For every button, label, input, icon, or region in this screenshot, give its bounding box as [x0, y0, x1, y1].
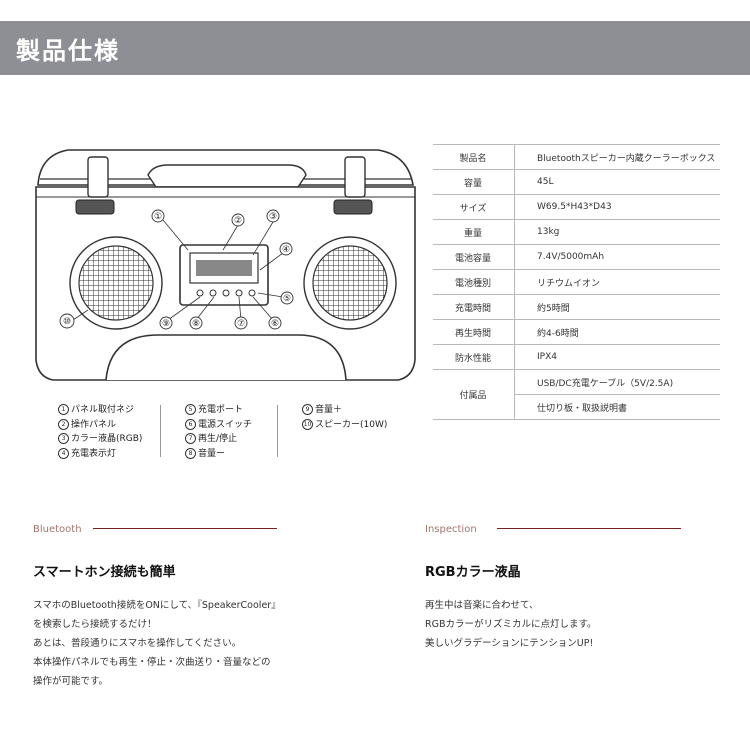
body-line: 本体操作パネルでも再生・停止・次曲送り・音量などの	[33, 657, 271, 668]
spec-value: 45L	[514, 170, 720, 194]
legend-number: 9	[302, 404, 313, 415]
spec-value: USB/DC充電ケーブル（5V/2.5A)	[515, 370, 720, 395]
body-line: 操作が可能です。	[33, 676, 109, 687]
spec-row: サイズ W69.5*H43*D43	[433, 195, 720, 220]
legend-divider	[277, 405, 278, 457]
body-line: を検索したら接続するだけ！	[33, 619, 157, 630]
body-line: あとは、普段通りにスマホを操作してください。	[33, 638, 242, 649]
spec-label: 再生時間	[454, 328, 491, 339]
spec-row: 防水性能 IPX4	[433, 345, 720, 370]
callout-8: ⑧	[192, 319, 200, 329]
callout-3: ③	[269, 212, 277, 222]
section-heading-inspection: RGBカラー液晶	[425, 565, 521, 580]
spec-value: IPX4	[514, 345, 720, 369]
callout-2: ②	[234, 216, 242, 226]
legend-number: 2	[58, 418, 69, 430]
body-line: 美しいグラデーションにテンションUP!	[425, 638, 594, 649]
spec-multi-value: USB/DC充電ケーブル（5V/2.5A) 仕切り板・取扱説明書	[514, 370, 720, 419]
header-bar: 製品仕様	[0, 21, 750, 75]
spec-row: 電池種別 リチウムイオン	[433, 270, 720, 295]
spec-label: 付属品	[459, 391, 487, 401]
spec-label: 充電時間	[454, 303, 491, 314]
spec-row: 充電時間 約5時間	[433, 295, 720, 320]
spec-label: 防水性能	[454, 353, 491, 364]
section-rule	[497, 528, 681, 529]
bottom-recess	[105, 334, 347, 381]
legend-number: 1	[58, 404, 69, 415]
page-title: 製品仕様	[16, 37, 120, 65]
legend-number: 10	[302, 418, 313, 430]
right-latch	[333, 156, 373, 215]
spec-label: 電池種別	[454, 278, 491, 289]
legend-number: 5	[185, 404, 196, 415]
spec-label: サイズ	[459, 203, 487, 214]
lid-handle	[147, 164, 307, 188]
spec-value: 約5時間	[514, 295, 720, 319]
spec-value: リチウムイオン	[514, 270, 720, 294]
body-line: RGBカラーがリズミカルに点灯します。	[425, 619, 597, 630]
section-heading-bluetooth: スマートホン接続も簡単	[33, 565, 176, 580]
spec-row-accessories: 付属品 USB/DC充電ケーブル（5V/2.5A) 仕切り板・取扱説明書	[433, 370, 720, 420]
spec-value: 7.4V/5000mAh	[514, 245, 720, 269]
spec-table: 製品名 Bluetoothスピーカー内蔵クーラーボックス 容量 45L サイズ …	[433, 144, 720, 420]
body-line: 再生中は音楽に合わせて、	[425, 600, 539, 611]
section-body-inspection: 再生中は音楽に合わせて、 RGBカラーがリズミカルに点灯します。 美しいグラデー…	[425, 596, 597, 653]
section-tag-bluetooth: Bluetooth	[33, 524, 82, 535]
cooler-diagram: ① ② ③ ④ ⑤ ⑥ ⑦ ⑧ ⑨ ⑩	[35, 149, 416, 381]
spec-label: 容量	[463, 178, 482, 189]
section-rule	[93, 528, 277, 529]
spec-label: 重量	[463, 228, 482, 239]
spec-label: 製品名	[459, 153, 487, 164]
spec-row: 再生時間 約4-6時間	[433, 320, 720, 345]
spec-row: 製品名 Bluetoothスピーカー内蔵クーラーボックス	[433, 144, 720, 170]
legend-number: 7	[185, 433, 196, 444]
spec-label: 電池容量	[454, 253, 491, 264]
spec-value: W69.5*H43*D43	[514, 195, 720, 219]
callout-10: ⑩	[63, 317, 71, 327]
callout-1: ①	[154, 212, 162, 222]
callout-9: ⑨	[162, 319, 170, 329]
spec-row: 容量 45L	[433, 170, 720, 195]
spec-value: 約4-6時間	[514, 320, 720, 344]
callout-7: ⑦	[237, 319, 245, 329]
left-latch	[75, 156, 115, 215]
spec-value: 13kg	[514, 220, 720, 244]
control-panel	[179, 244, 269, 306]
legend-number: 4	[58, 447, 69, 459]
body-line: スマホのBluetooth接続をONにして、『SpeakerCooler』	[33, 600, 281, 611]
legend-number: 8	[185, 447, 196, 459]
spec-row: 重量 13kg	[433, 220, 720, 245]
legend-number: 6	[185, 418, 196, 430]
section-tag-inspection: Inspection	[425, 524, 477, 535]
callout-5: ⑤	[283, 294, 291, 304]
spec-value: 仕切り板・取扱説明書	[537, 403, 628, 414]
spec-value: Bluetoothスピーカー内蔵クーラーボックス	[514, 145, 720, 169]
right-speaker	[303, 236, 397, 330]
legend-divider	[160, 405, 161, 457]
spec-row: 電池容量 7.4V/5000mAh	[433, 245, 720, 270]
left-speaker	[69, 236, 163, 330]
section-body-bluetooth: スマホのBluetooth接続をONにして、『SpeakerCooler』 を検…	[33, 596, 281, 691]
legend-number: 3	[58, 433, 69, 444]
callout-6: ⑥	[271, 319, 279, 329]
callout-4: ④	[282, 245, 290, 255]
